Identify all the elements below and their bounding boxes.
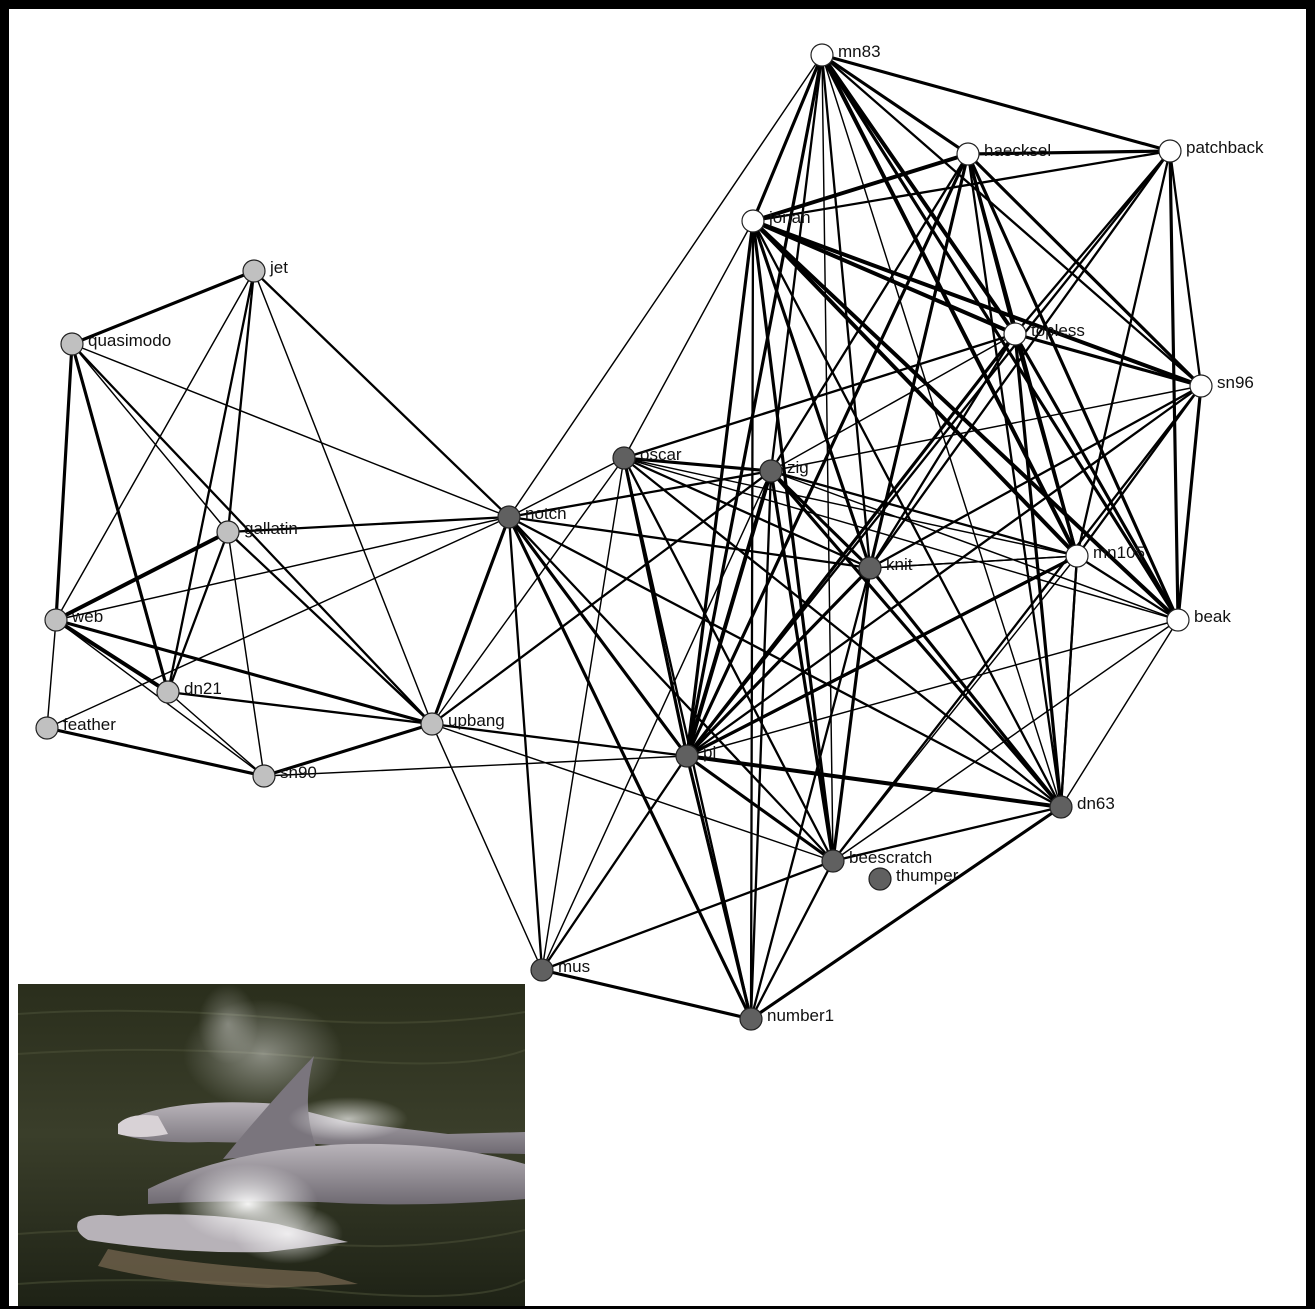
- edge-quasimodo-web: [56, 344, 72, 620]
- edge-sn96-beak: [1178, 386, 1201, 620]
- node-label-thumper: thumper: [896, 866, 959, 885]
- edge-topless-oscar: [624, 334, 1015, 458]
- node-label-mn105: mn105: [1093, 543, 1145, 562]
- edge-sn96-zig: [771, 386, 1201, 471]
- node-label-jonah: jonah: [768, 208, 811, 227]
- node-label-beak: beak: [1194, 607, 1231, 626]
- edge-oscar-mus: [542, 458, 624, 970]
- node-jonah: [742, 210, 764, 232]
- node-label-quasimodo: quasimodo: [88, 331, 171, 350]
- node-feather: [36, 717, 58, 739]
- node-thumper: [869, 868, 891, 890]
- edge-web-feather: [47, 620, 56, 728]
- edge-topless-pl: [687, 334, 1015, 756]
- node-label-mus: mus: [558, 957, 590, 976]
- edge-beescratch-mus: [542, 861, 833, 970]
- node-sn96: [1190, 375, 1212, 397]
- node-beescratch: [822, 850, 844, 872]
- node-web: [45, 609, 67, 631]
- node-pl: [676, 745, 698, 767]
- node-label-sn96: sn96: [1217, 373, 1254, 392]
- edge-pl-mus: [542, 756, 687, 970]
- node-label-topless: topless: [1031, 321, 1085, 340]
- node-gallatin: [217, 521, 239, 543]
- node-upbang: [421, 713, 443, 735]
- node-mus: [531, 959, 553, 981]
- edge-upbang-notch: [432, 517, 509, 724]
- edge-oscar-mn105: [624, 458, 1077, 556]
- edge-feather-notch: [47, 517, 509, 728]
- node-label-notch: notch: [525, 504, 567, 523]
- node-label-beescratch: beescratch: [849, 848, 932, 867]
- node-label-upbang: upbang: [448, 711, 505, 730]
- edge-dn63-mn105: [1061, 556, 1077, 807]
- edge-jonah-number1: [751, 221, 753, 1019]
- node-mn83: [811, 44, 833, 66]
- edge-quasimodo-gallatin: [72, 344, 228, 532]
- edge-jet-notch: [254, 271, 509, 517]
- edge-upbang-mus: [432, 724, 542, 970]
- node-label-dn21: dn21: [184, 679, 222, 698]
- node-notch: [498, 506, 520, 528]
- node-label-mn83: mn83: [838, 42, 881, 61]
- node-label-feather: feather: [63, 715, 116, 734]
- node-beak: [1167, 609, 1189, 631]
- node-dn63: [1050, 796, 1072, 818]
- edge-jonah-pl: [687, 221, 753, 756]
- node-zig: [760, 460, 782, 482]
- node-quasimodo: [61, 333, 83, 355]
- edge-notch-mus: [509, 517, 542, 970]
- node-label-sn90: sn90: [280, 763, 317, 782]
- node-patchback: [1159, 140, 1181, 162]
- node-oscar: [613, 447, 635, 469]
- node-sn90: [253, 765, 275, 787]
- edge-quasimodo-notch: [72, 344, 509, 517]
- edge-jet-upbang: [254, 271, 432, 724]
- node-label-jet: jet: [269, 258, 288, 277]
- edge-haecksel-knit: [870, 154, 968, 568]
- edge-jet-dn21: [168, 271, 254, 692]
- edge-dn21-sn90: [168, 692, 264, 776]
- node-label-gallatin: gallatin: [244, 519, 298, 538]
- edge-sn90-pl: [264, 756, 687, 776]
- edge-beescratch-number1: [751, 861, 833, 1019]
- node-label-web: web: [71, 607, 103, 626]
- node-label-knit: knit: [886, 555, 913, 574]
- edge-gallatin-sn90: [228, 532, 264, 776]
- node-number1: [740, 1008, 762, 1030]
- node-mn105: [1066, 545, 1088, 567]
- node-label-pl: pl: [703, 743, 716, 762]
- node-label-patchback: patchback: [1186, 138, 1264, 157]
- node-label-oscar: oscar: [640, 445, 682, 464]
- edge-mn83-pl: [687, 55, 822, 756]
- node-knit: [859, 557, 881, 579]
- node-label-dn63: dn63: [1077, 794, 1115, 813]
- node-label-zig: zig: [787, 458, 809, 477]
- node-label-number1: number1: [767, 1006, 834, 1025]
- edge-mn83-haecksel: [822, 55, 968, 154]
- edge-mus-number1: [542, 970, 751, 1019]
- dolphins-photo: [18, 984, 525, 1309]
- edge-sn96-beescratch: [833, 386, 1201, 861]
- node-dn21: [157, 681, 179, 703]
- node-label-haecksel: haecksel: [984, 141, 1051, 160]
- edge-patchback-beak: [1170, 151, 1178, 620]
- node-topless: [1004, 323, 1026, 345]
- node-jet: [243, 260, 265, 282]
- edge-mn105-beescratch: [833, 556, 1077, 861]
- edge-notch-beescratch: [509, 517, 833, 861]
- node-haecksel: [957, 143, 979, 165]
